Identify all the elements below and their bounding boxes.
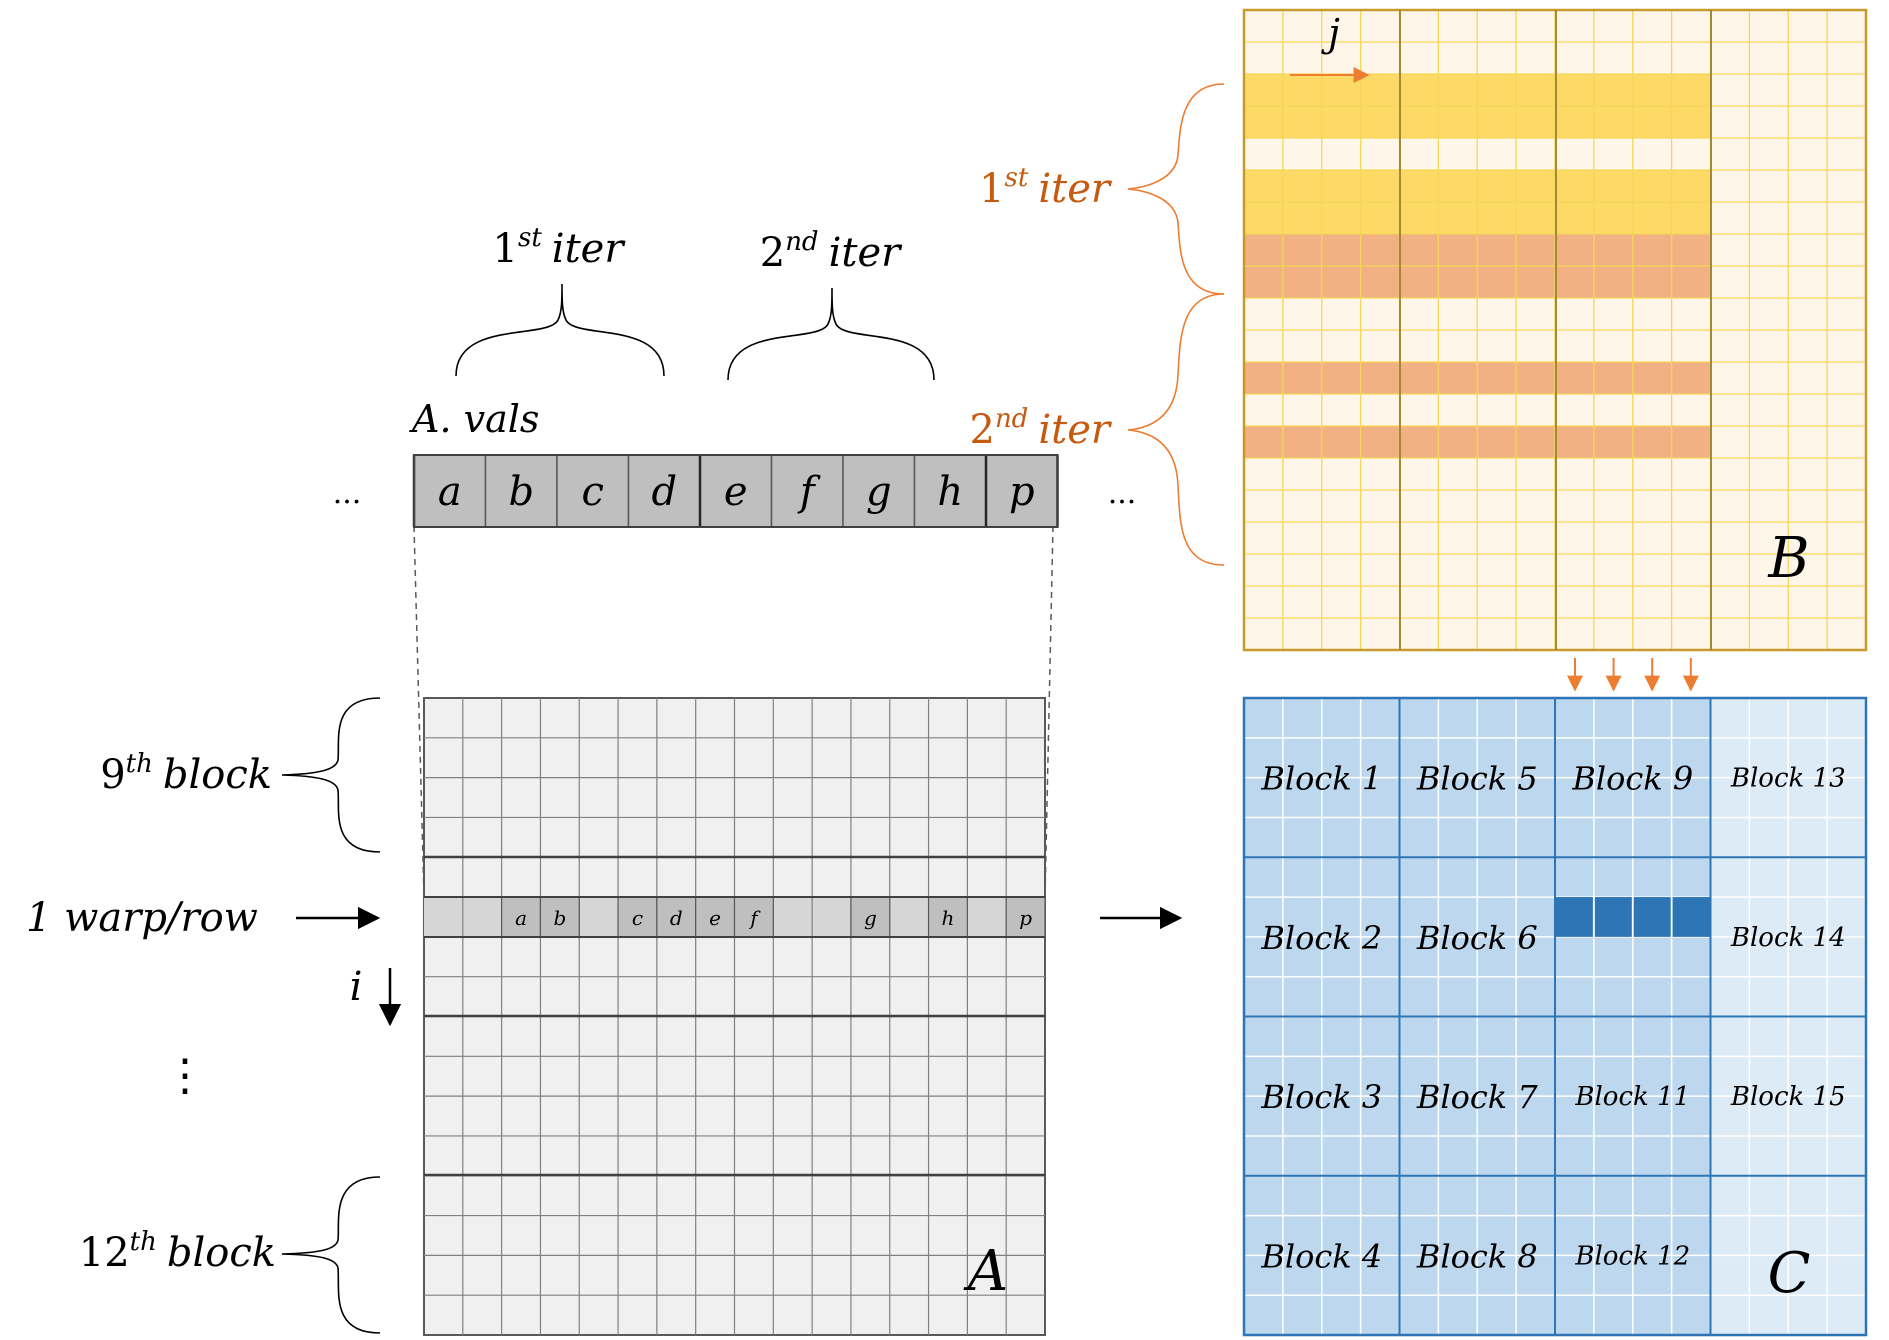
c-block-label: Block 2 [1260, 919, 1382, 957]
c-block-label: Block 11 [1574, 1082, 1690, 1112]
avals-cell-label: b [508, 469, 534, 515]
nonzero-cell-label: e [709, 906, 721, 930]
c-block-label: Block 5 [1416, 760, 1538, 798]
nonzero-cell-label: d [670, 906, 683, 930]
avals-cell-label: c [582, 469, 604, 515]
c-block-label: Block 6 [1416, 919, 1538, 957]
vertical-dots: ⋮ [163, 1050, 207, 1101]
avals-cell [413, 454, 487, 528]
avals-cell-label: e [724, 469, 748, 515]
b-to-c-arrows [1567, 658, 1699, 692]
matrix-a-block-lines [424, 855, 1045, 1177]
warp-per-row-label: 1 warp/row [26, 895, 258, 941]
avals-cell-label: a [438, 469, 462, 515]
matrix-c-grid [1244, 698, 1866, 1335]
avals-label: A. vals [409, 397, 539, 441]
nonzero-cell [733, 896, 774, 938]
c-block-label: Block 7 [1416, 1078, 1539, 1116]
nonzero-cell [695, 896, 736, 938]
nonzero-cell-label: h [942, 906, 955, 930]
avals-cell [627, 454, 701, 528]
matrix-c-label: C [1768, 1241, 1811, 1306]
avals-cell [985, 454, 1059, 528]
c-block-label: Block 15 [1730, 1082, 1846, 1112]
brace-12th-block [281, 1176, 381, 1334]
c-output-cell [1672, 897, 1710, 937]
ellipsis-right: ... [1108, 476, 1137, 511]
c-block-label: Block 4 [1260, 1237, 1382, 1275]
avals-cell-label: g [866, 469, 892, 515]
brace-iter1-b [1127, 83, 1225, 295]
avals-cell [699, 454, 773, 528]
matrix-b-label: B [1767, 526, 1809, 591]
c-block-label: Block 14 [1730, 923, 1846, 953]
nonzero-cell-label: a [515, 906, 527, 930]
i-axis-label: i [350, 964, 363, 1010]
c-block-label: Block 9 [1571, 760, 1693, 798]
brace-iter2-b [1127, 293, 1225, 566]
c-block-label: Block 13 [1730, 764, 1846, 794]
c-output-cell [1633, 897, 1671, 937]
matrix-c-output-tile [1556, 897, 1710, 937]
c-block-label: Block 1 [1260, 760, 1382, 798]
avals-cell [556, 454, 630, 528]
projection-line-left [413, 525, 425, 898]
c-block-label: Block 12 [1574, 1241, 1690, 1271]
avals-cell [842, 454, 916, 528]
avals-cell-label: d [651, 469, 677, 515]
matrix-a-label: A [963, 1239, 1008, 1304]
brace-iter2-avals [727, 287, 935, 381]
avals-cell [484, 454, 558, 528]
matrix-c-block-lines [1244, 698, 1866, 1335]
brace-9th-block [281, 697, 381, 853]
nonzero-cell-label: p [1019, 906, 1032, 930]
matrix-c: Block 1 Block 5 Block 9 Block 13 Block 2 Bloc… [1242, 696, 1868, 1337]
matrix-c-block-labels: Block 1 Block 5 Block 9 Block 13 Block 2 Bloc… [1260, 760, 1845, 1276]
nonzero-cell-label: g [864, 906, 877, 930]
projection-line-right [1044, 525, 1054, 898]
avals-cell-label: p [1009, 469, 1035, 515]
c-block-label: Block 8 [1416, 1237, 1538, 1275]
nonzero-cell [1005, 896, 1046, 938]
nonzero-cell [850, 896, 891, 938]
nonzero-cell-label: c [632, 906, 643, 930]
c-output-cell [1556, 897, 1593, 937]
matrix-b: B j [1242, 8, 1868, 652]
c-block-label: Block 3 [1260, 1078, 1382, 1116]
c-output-cell [1594, 897, 1632, 937]
brace-iter1-avals [455, 283, 665, 377]
nonzero-cell-label: b [553, 906, 566, 930]
ellipsis-left: ... [333, 476, 362, 511]
avals-cell-label: h [937, 469, 963, 515]
